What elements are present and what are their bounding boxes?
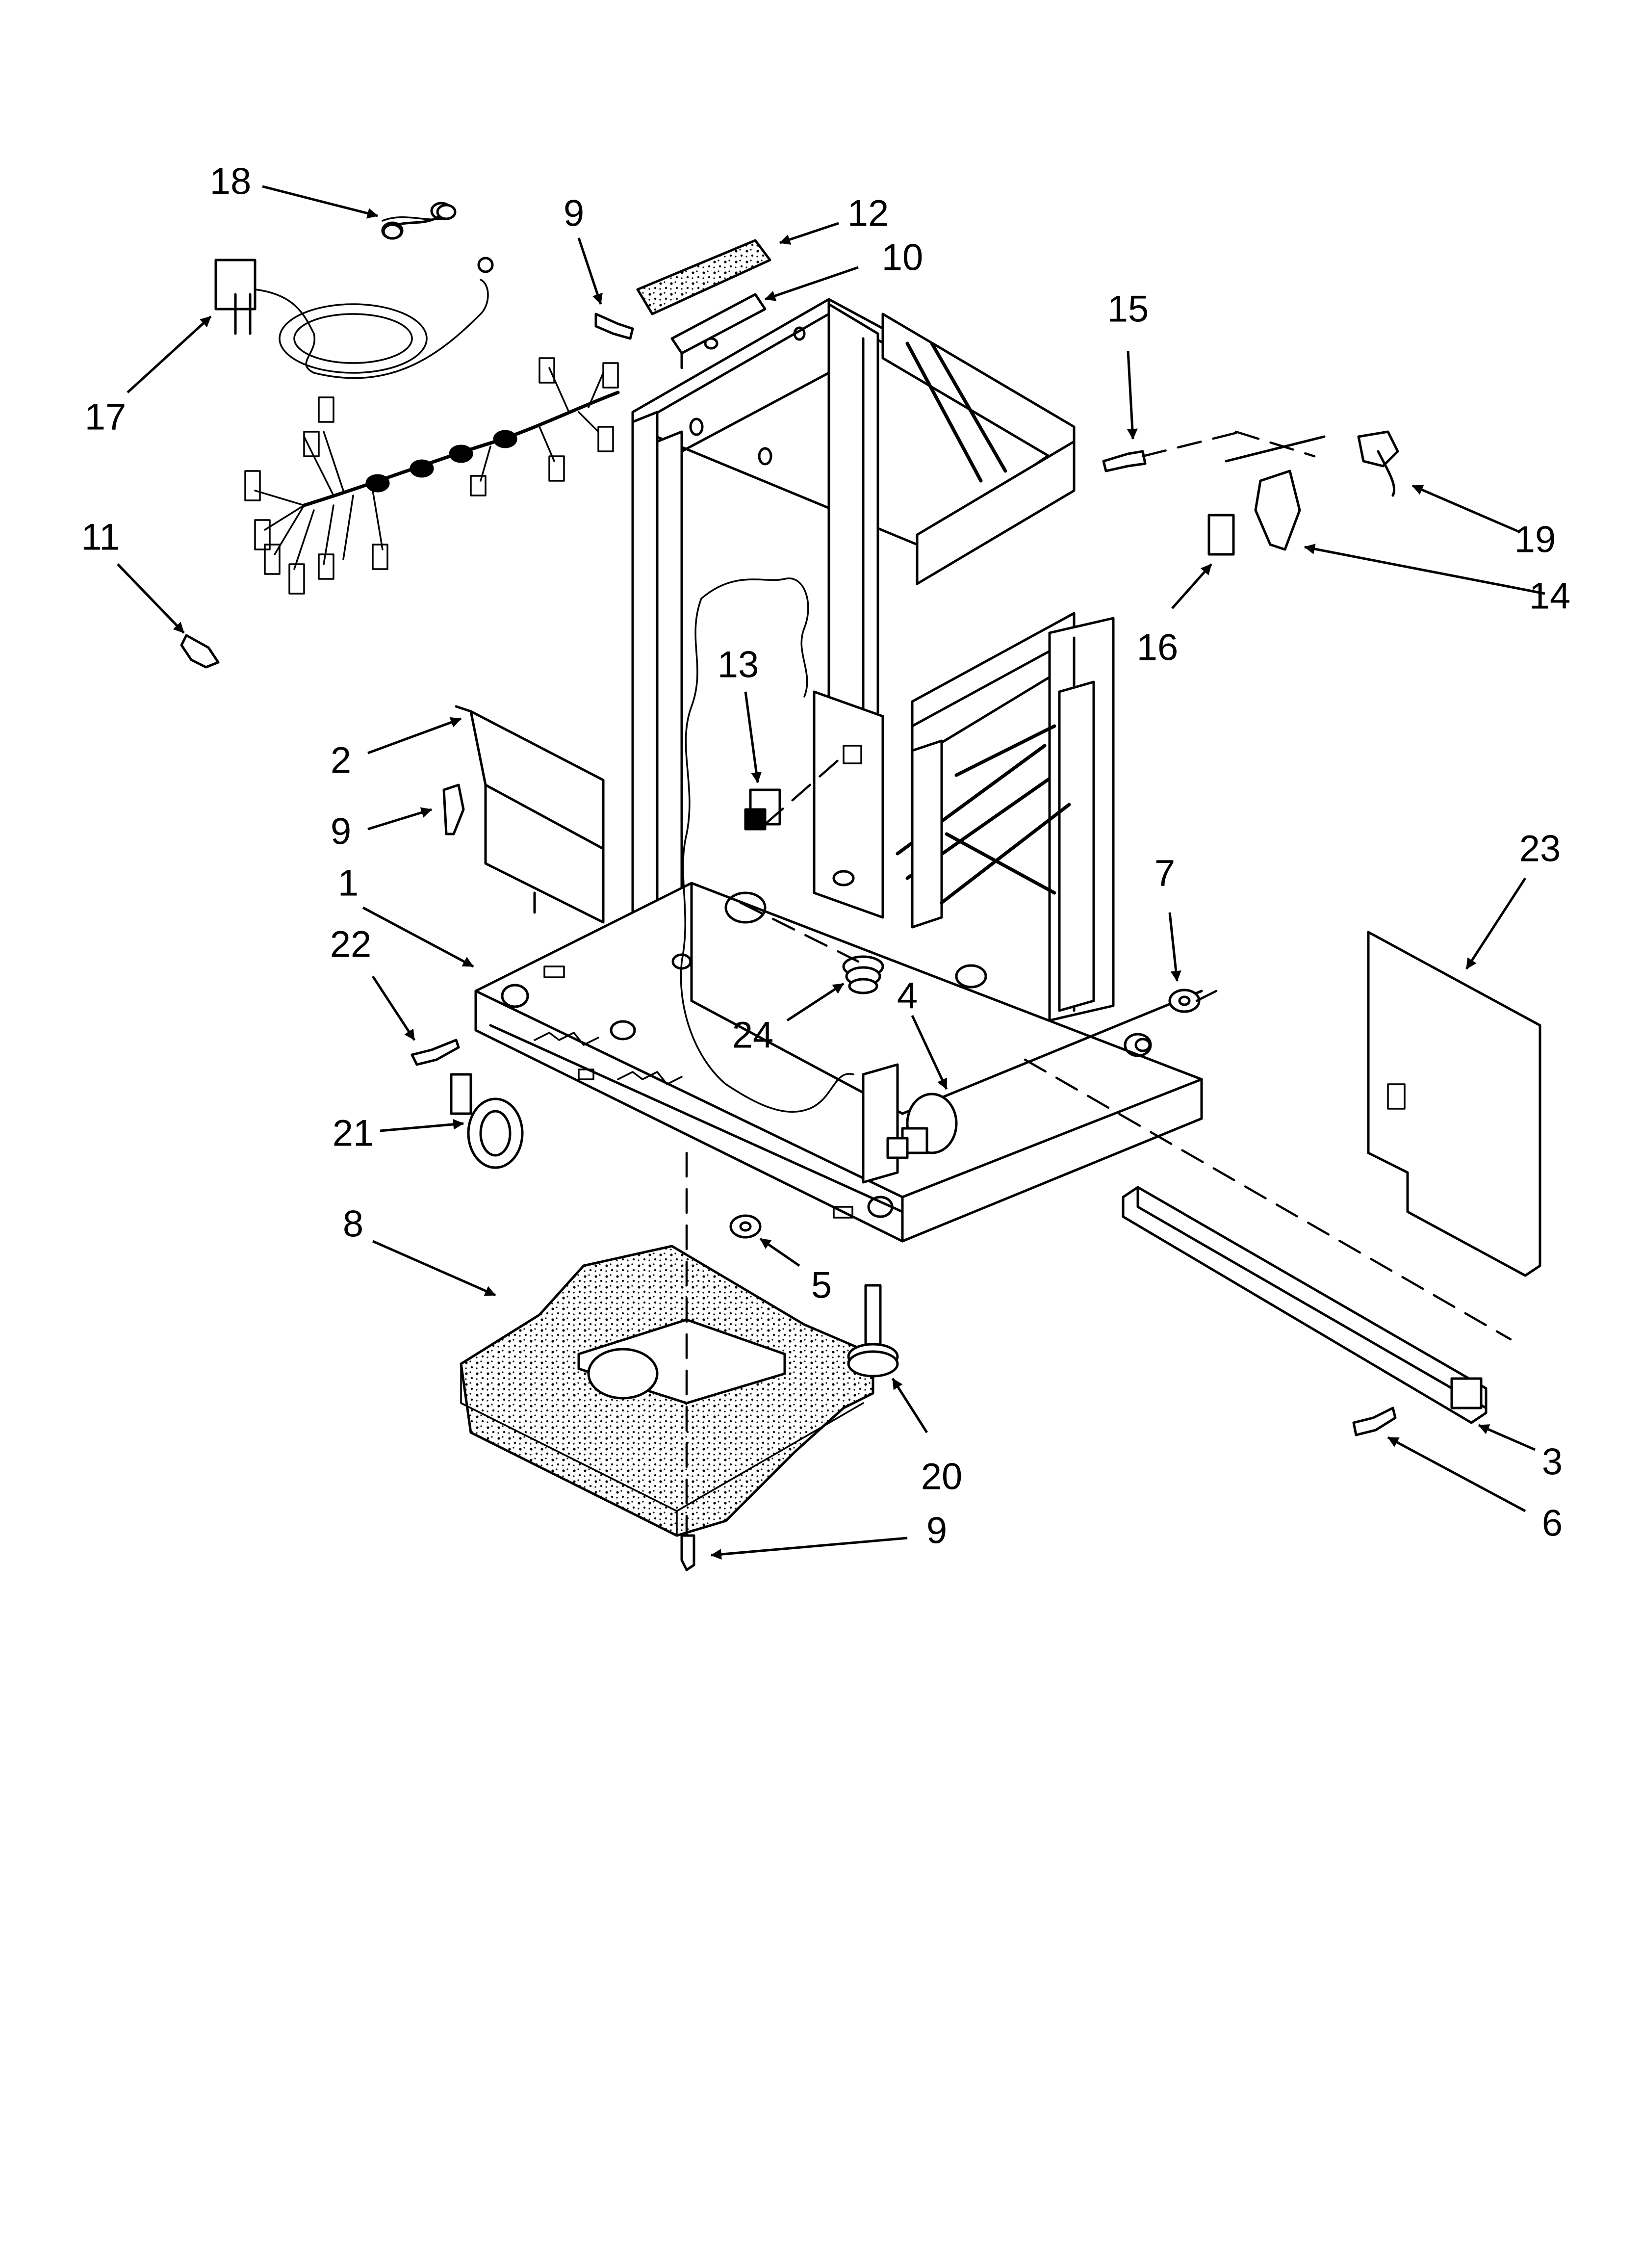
callout-21: 21 [333, 1113, 464, 1154]
svg-text:7: 7 [1155, 853, 1175, 894]
callout-11: 11 [81, 517, 185, 634]
callout-8: 8 [343, 1203, 496, 1297]
top-bracket [636, 239, 771, 369]
svg-text:12: 12 [847, 193, 889, 235]
callout-14: 14 [1304, 544, 1571, 617]
callout-4: 4 [897, 975, 948, 1090]
base-pad [460, 1245, 874, 1537]
svg-text:15: 15 [1107, 288, 1149, 330]
svg-text:8: 8 [343, 1203, 363, 1245]
callout-15: 15 [1107, 288, 1149, 440]
callout-24: 24 [732, 982, 845, 1056]
callout-3: 3 [1478, 1424, 1563, 1483]
rear-panel [1367, 931, 1541, 1277]
svg-text:16: 16 [1137, 627, 1179, 669]
spring [842, 955, 884, 994]
switch-clip [744, 788, 781, 831]
svg-text:1: 1 [338, 862, 359, 904]
callout-20: 20 [891, 1378, 963, 1498]
svg-text:20: 20 [921, 1456, 963, 1498]
callout-7: 7 [1155, 853, 1181, 982]
svg-text:24: 24 [732, 1015, 774, 1056]
svg-text:11: 11 [81, 517, 120, 558]
cord-clamp [382, 204, 457, 240]
callout-22: 22 [330, 924, 416, 1041]
callout-17: 17 [85, 315, 212, 438]
leveling-foot [847, 1284, 899, 1378]
svg-text:10: 10 [882, 237, 924, 279]
callout-6: 6 [1387, 1436, 1563, 1544]
svg-text:3: 3 [1542, 1441, 1563, 1483]
callout-1: 1 [338, 862, 474, 968]
callout-2: 2 [331, 717, 462, 782]
pump [886, 1093, 958, 1159]
svg-text:18: 18 [210, 161, 252, 203]
svg-text:23: 23 [1519, 828, 1561, 870]
svg-text:6: 6 [1542, 1503, 1563, 1544]
svg-text:9: 9 [926, 1510, 947, 1552]
svg-text:9: 9 [564, 193, 584, 235]
callout-9-left: 9 [331, 807, 433, 853]
svg-text:19: 19 [1514, 519, 1556, 561]
callout-12: 12 [779, 193, 889, 245]
door-switch [1207, 430, 1399, 556]
callout-9-top: 9 [564, 193, 603, 305]
callout-9-bottom: 9 [710, 1510, 947, 1560]
svg-text:14: 14 [1529, 575, 1571, 617]
callout-16: 16 [1137, 563, 1212, 669]
svg-text:5: 5 [811, 1265, 832, 1306]
screws [180, 313, 1397, 1571]
callout-5: 5 [759, 1237, 832, 1306]
shield [455, 705, 605, 924]
svg-text:21: 21 [333, 1113, 374, 1154]
cabinet-frame [474, 298, 1203, 1243]
svg-text:13: 13 [718, 644, 759, 686]
alignment-lines [685, 430, 1512, 1537]
callout-10: 10 [764, 237, 924, 301]
callout-23: 23 [1465, 828, 1561, 970]
callout-13: 13 [718, 644, 762, 783]
svg-text:17: 17 [85, 396, 127, 438]
caster-wheel [450, 1073, 524, 1169]
rail [1122, 1186, 1488, 1424]
svg-text:22: 22 [330, 924, 372, 965]
svg-text:9: 9 [331, 811, 351, 853]
wire-harness [214, 202, 620, 595]
callout-18: 18 [210, 161, 379, 219]
svg-text:4: 4 [897, 975, 918, 1017]
svg-text:2: 2 [331, 740, 351, 782]
callout-19: 19 [1411, 484, 1556, 561]
